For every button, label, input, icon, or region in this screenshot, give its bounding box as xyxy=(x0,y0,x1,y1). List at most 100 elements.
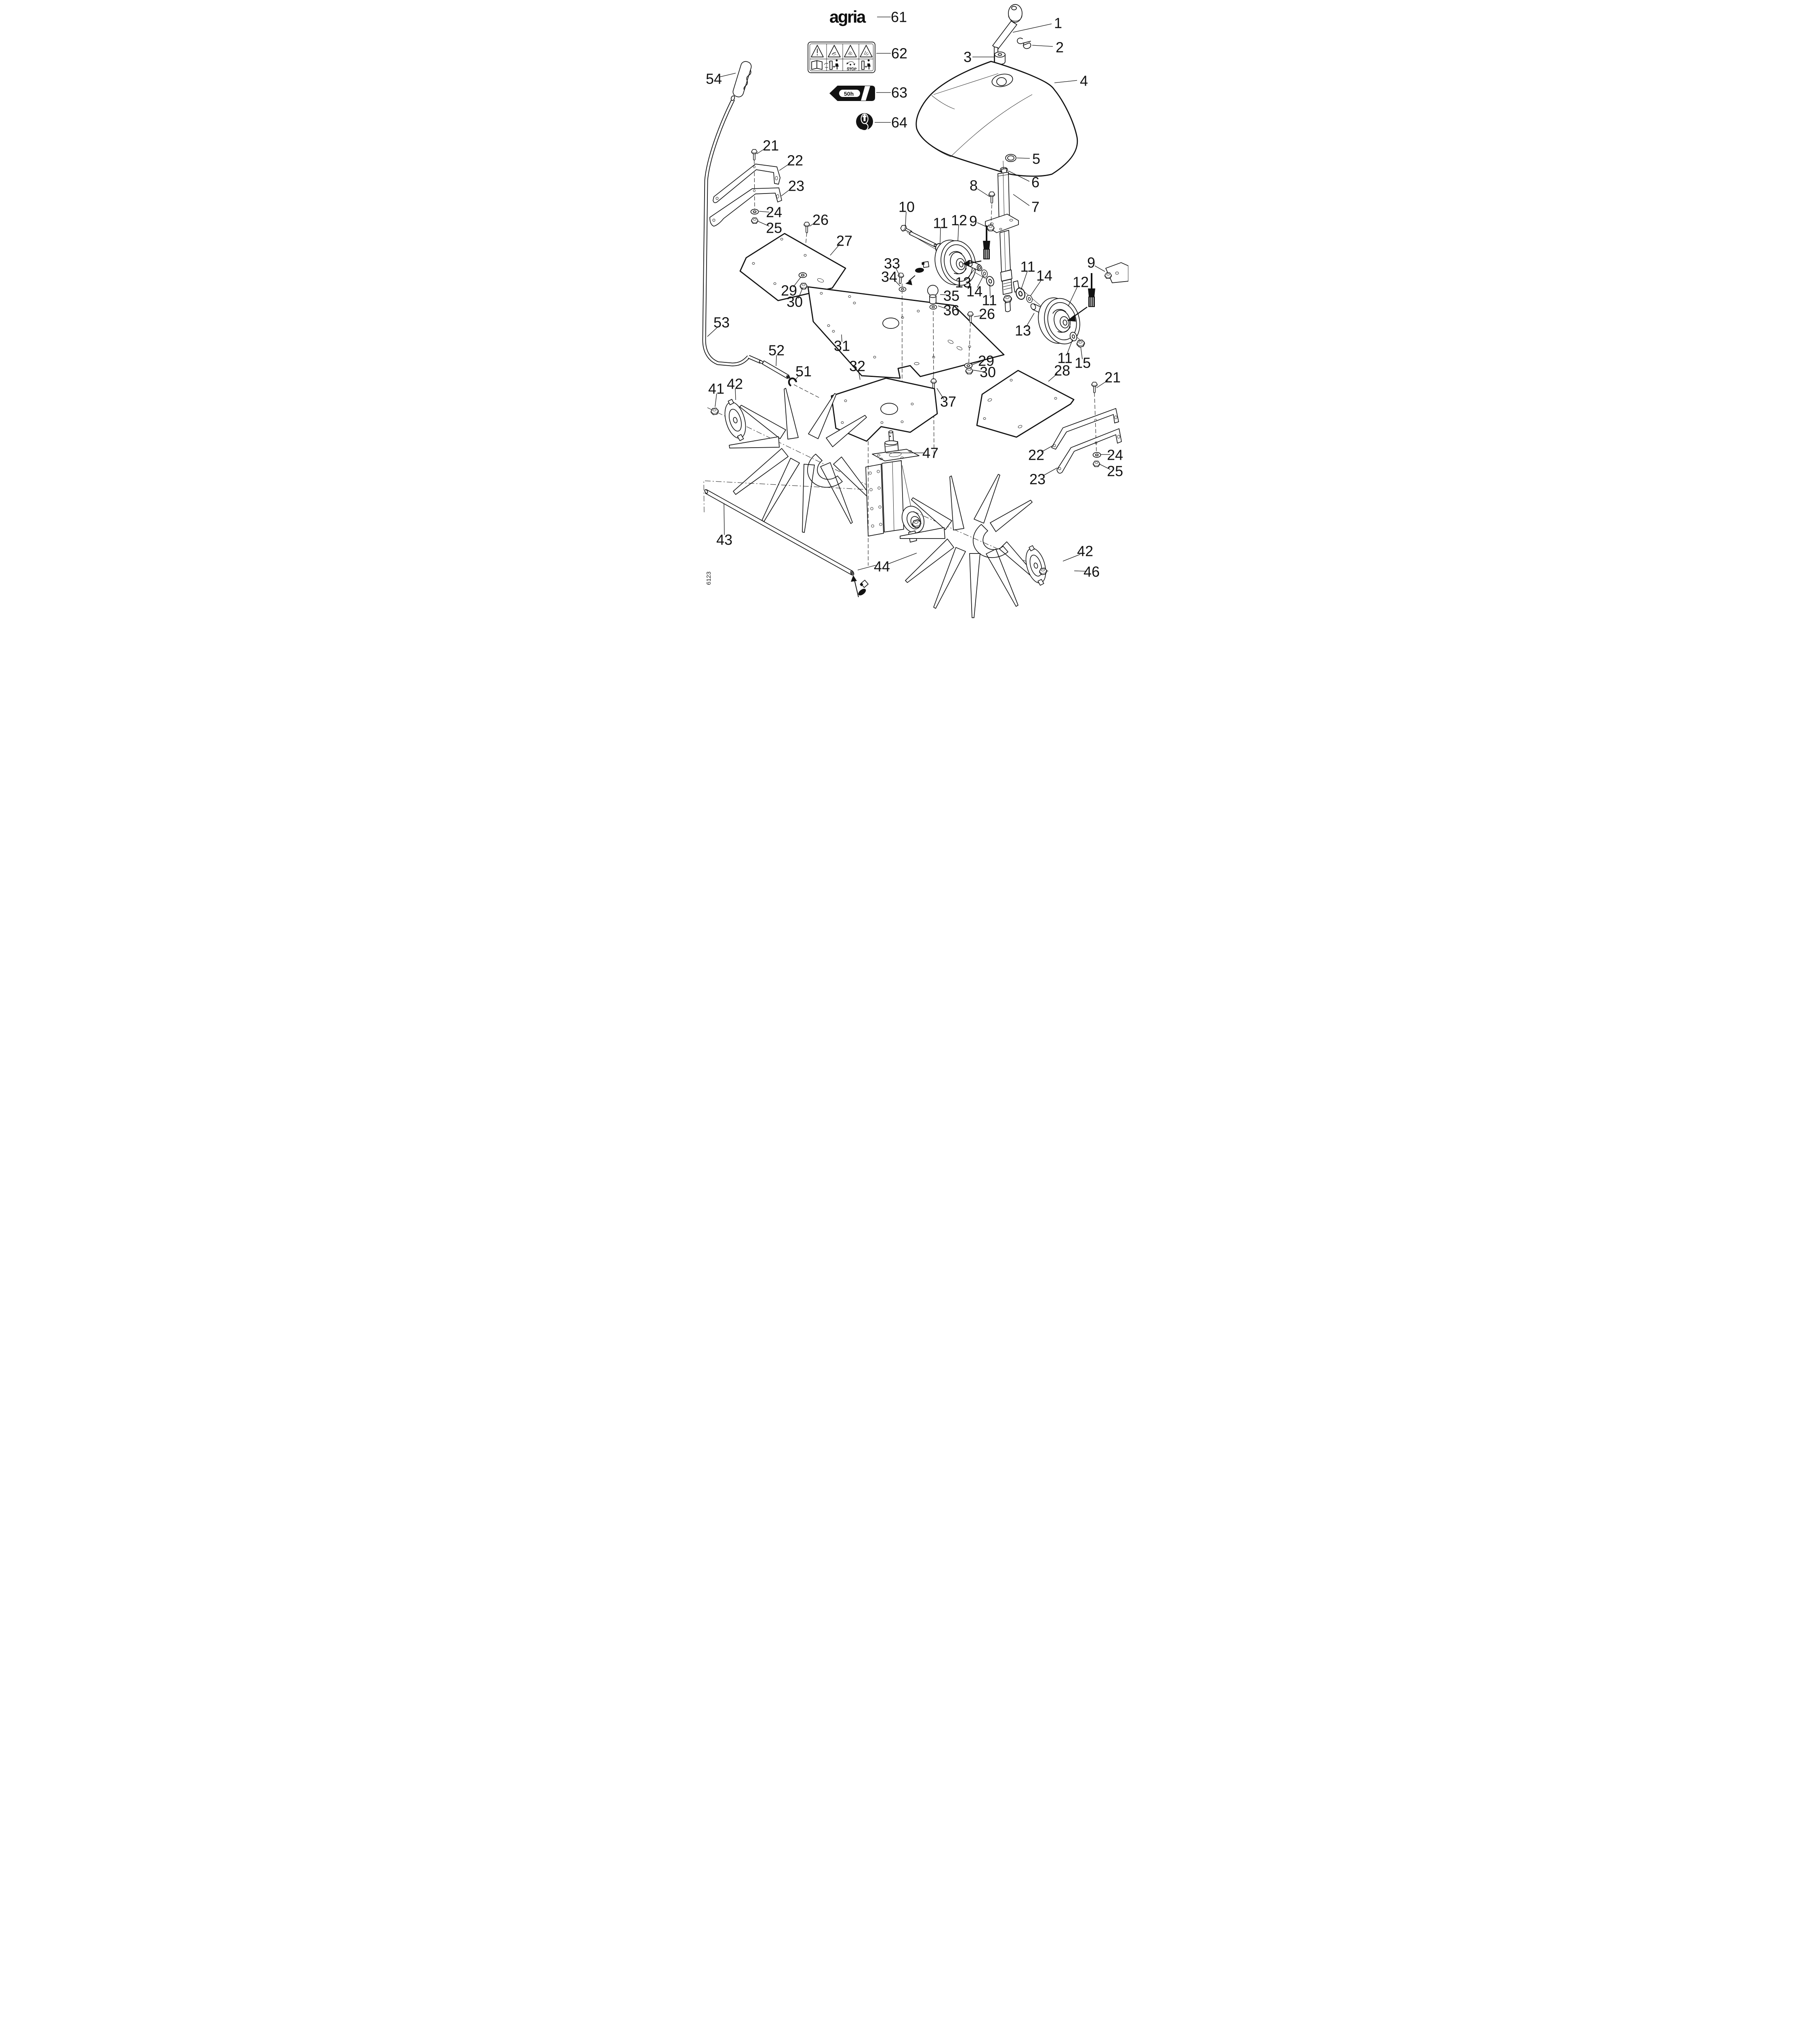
callout-number-14: 14 xyxy=(1036,267,1052,284)
callout-number-22: 22 xyxy=(787,152,803,169)
exploded-parts-diagram: agria xyxy=(702,4,1128,618)
callout-number-4: 4 xyxy=(1079,73,1088,89)
bolt-part-21L xyxy=(751,149,757,160)
brackets-left xyxy=(709,149,782,227)
callout-number-35: 35 xyxy=(943,288,959,304)
callout-leader-29 xyxy=(792,276,802,288)
callout-number-24: 24 xyxy=(1107,447,1123,463)
callout-leader-30 xyxy=(972,370,983,372)
callout-leader-21 xyxy=(756,147,766,154)
ring-part-5 xyxy=(1005,154,1016,162)
callout-number-29: 29 xyxy=(781,282,797,299)
washer-part-24L xyxy=(750,209,759,215)
washer-part-29L xyxy=(798,272,807,278)
nut-part-9b xyxy=(1104,272,1112,279)
gearbox-output xyxy=(901,506,924,543)
callout-number-26: 26 xyxy=(812,212,828,228)
callout-leader-44 xyxy=(857,565,876,570)
callout-leader-11 xyxy=(939,227,941,244)
callout-leader-14 xyxy=(976,275,984,288)
brackets-right xyxy=(976,370,1122,474)
callout-number-54: 54 xyxy=(705,71,722,87)
rotor-right xyxy=(899,474,1050,618)
nut-part-25R xyxy=(1092,461,1100,467)
grease-brush-icon-2 xyxy=(1087,273,1096,307)
nut-part-41 xyxy=(710,407,719,416)
bracket-part-22R xyxy=(1051,408,1119,450)
plates-and-fasteners xyxy=(739,222,1004,455)
callout-leader-13 xyxy=(966,268,976,280)
callout-leader-24 xyxy=(759,211,769,213)
crank-arm xyxy=(992,21,1017,50)
callout-number-9: 9 xyxy=(969,213,977,229)
callout-number-8: 8 xyxy=(969,177,977,194)
callout-leader-11 xyxy=(1020,271,1028,290)
handlebar-assembly xyxy=(702,61,821,399)
callout-number-11: 11 xyxy=(1057,350,1072,366)
callout-leader-32 xyxy=(858,370,861,380)
height-adjust-column-part-7 xyxy=(985,168,1019,312)
callout-number-42: 42 xyxy=(726,376,743,392)
crank-handle-assembly xyxy=(992,4,1031,97)
callout-leader-51 xyxy=(794,375,800,381)
bolt-part-21R xyxy=(1091,382,1098,393)
bracket-fragment xyxy=(1104,262,1128,283)
washer-part-24R xyxy=(1092,452,1101,458)
callout-number-46: 46 xyxy=(1083,564,1099,580)
parts-diagram-page: agria xyxy=(692,0,1128,629)
callout-leader-25 xyxy=(1099,464,1110,470)
callout-number-12: 12 xyxy=(1072,274,1088,290)
callout-leader-8 xyxy=(977,188,990,197)
grease-arrow xyxy=(962,260,970,267)
callout-leader-53 xyxy=(707,327,717,337)
callout-number-23: 23 xyxy=(1029,471,1045,488)
blade-holder-2 xyxy=(972,524,1008,558)
callout-number-10: 10 xyxy=(898,199,914,215)
callout-leader-22 xyxy=(1041,445,1053,452)
callout-number-44: 44 xyxy=(873,558,890,575)
blade-holder xyxy=(807,454,843,488)
nut-part-30L xyxy=(800,283,807,290)
callout-number-37: 37 xyxy=(940,393,956,410)
callout-leader-41 xyxy=(714,393,717,407)
bolt-part-33 xyxy=(896,272,904,284)
bolt-part-8 xyxy=(988,191,995,204)
grease-interval-decal-63: 50h xyxy=(829,86,875,101)
callout-number-11: 11 xyxy=(933,215,948,231)
callout-leader-14 xyxy=(1030,279,1042,296)
keep-distance-icon-2 xyxy=(861,59,871,70)
callout-number-23: 23 xyxy=(788,178,804,194)
callout-number-6: 6 xyxy=(1031,174,1039,191)
callout-number-52: 52 xyxy=(768,342,784,359)
callout-leader-21 xyxy=(1096,380,1108,388)
callout-number-51: 51 xyxy=(795,363,811,380)
callout-number-43: 43 xyxy=(716,532,732,548)
callout-leader-11 xyxy=(1066,339,1073,355)
callout-number-7: 7 xyxy=(1031,199,1039,215)
clip-part-51 xyxy=(788,377,797,387)
plate-part-27 xyxy=(739,233,846,301)
hand-entanglement-icon xyxy=(827,45,841,57)
callout-number-31: 31 xyxy=(833,338,850,354)
callout-number-14: 14 xyxy=(966,283,982,300)
callout-number-62: 62 xyxy=(891,45,907,62)
callout-leader-7 xyxy=(1013,194,1029,206)
callout-number-33: 33 xyxy=(884,255,900,272)
cotter-clip-part-2 xyxy=(1016,38,1031,49)
callout-number-12: 12 xyxy=(951,212,967,229)
callout-number-13: 13 xyxy=(1014,322,1031,339)
callout-number-36: 36 xyxy=(943,302,959,319)
callout-number-11: 11 xyxy=(982,292,997,309)
rotor-left xyxy=(707,388,882,533)
grease-arrow-4 xyxy=(850,575,857,582)
callout-leader-15 xyxy=(1080,346,1083,360)
callout-leader-28 xyxy=(1048,373,1057,382)
callout-number-5: 5 xyxy=(1032,151,1040,167)
callout-number-24: 24 xyxy=(766,204,782,221)
keep-distance-icon xyxy=(829,59,839,70)
callout-number-26: 26 xyxy=(978,306,995,322)
callout-number-21: 21 xyxy=(1104,369,1120,386)
bolt-part-26L xyxy=(803,222,810,233)
bracket-part-23R xyxy=(1056,428,1122,474)
